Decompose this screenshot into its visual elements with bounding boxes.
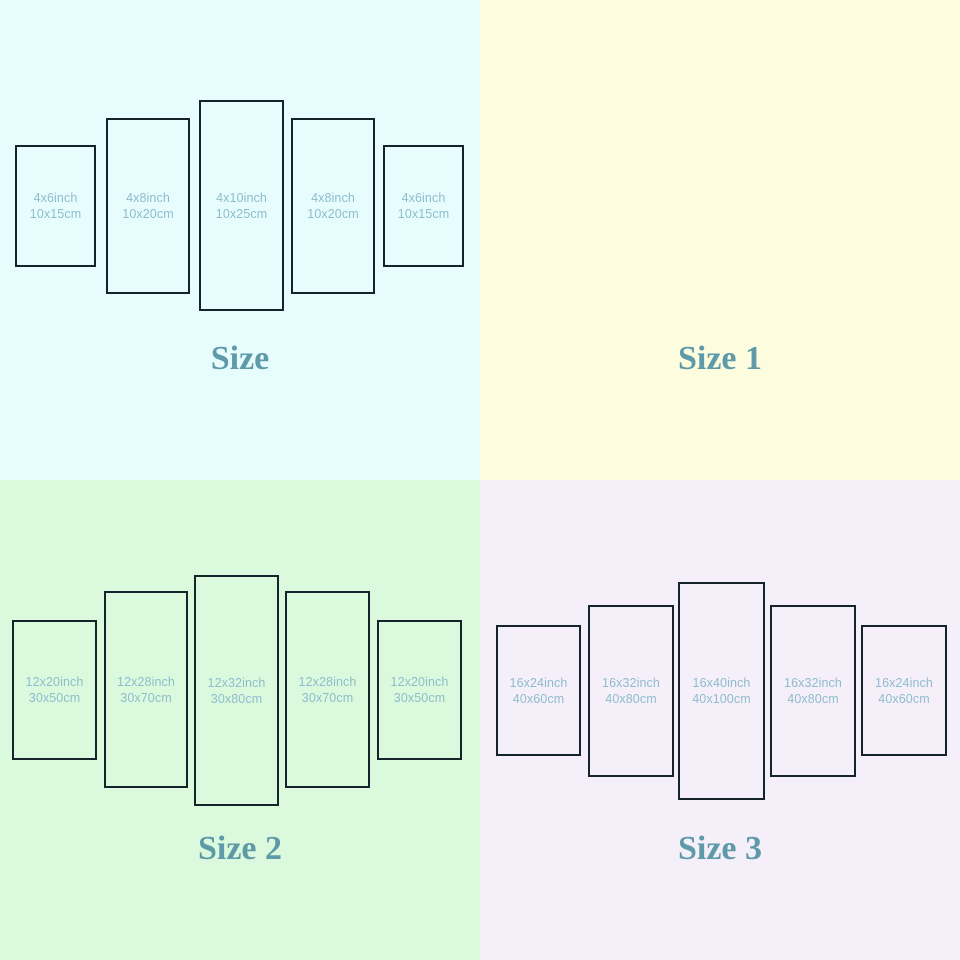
panel-size-inch: 16x24inch: [875, 675, 933, 690]
quadrant-caption-size-1: Size 1: [677, 340, 763, 377]
panel-size-cm: 40x60cm: [878, 691, 930, 706]
panel-frame: 16x40inch 40x100cm: [678, 582, 765, 800]
panel-size-inch: 16x32inch: [602, 676, 660, 690]
panel-size-cm: 40x80cm: [787, 692, 839, 706]
panel-frame: 12x20inch 30x50cm: [12, 620, 97, 760]
panel-size-cm: 10x20cm: [307, 207, 359, 221]
panel-size-cm: 30x70cm: [301, 690, 354, 705]
panel-size-label: 4x6inch 10x15cm: [30, 190, 81, 222]
panel-size-label: 12x20inch 30x50cm: [26, 674, 84, 706]
panel-size-cm: 30x70cm: [120, 690, 172, 705]
quadrant-size-1: 8x14inch20x35cm8x18inch20x45cm8x22inch20…: [480, 0, 960, 480]
panel-size-inch: 4x6inch: [401, 191, 446, 205]
panel-size-inch: 16x40inch: [692, 676, 751, 690]
panel-size-inch: 12x28inch: [117, 674, 175, 689]
panel-size-cm: 40x80cm: [605, 692, 657, 706]
panel-size-inch: 4x8inch: [126, 191, 170, 205]
panel-size-inch: 16x32inch: [784, 676, 842, 690]
panel-size-label: 16x32inch 40x80cm: [602, 675, 660, 707]
panel-size-label: 4x8inch 10x20cm: [307, 190, 358, 222]
quadrant-caption-size: Size: [210, 340, 270, 377]
panel-frame: 16x32inch 40x80cm: [588, 605, 674, 777]
panel-size-inch: 4x6inch: [33, 191, 78, 205]
panel-size-inch: 12x32inch: [207, 675, 266, 690]
panel-size-label: 12x20inch 30x50cm: [391, 674, 449, 706]
panel-size-cm: 40x100cm: [692, 692, 751, 706]
panel-size-inch: 4x10inch: [216, 190, 267, 205]
panel-size-inch: 16x24inch: [509, 675, 568, 690]
panel-frame: 4x6inch 10x15cm: [15, 145, 96, 267]
panel-size-inch: 4x8inch: [311, 191, 355, 205]
panel-size-cm: 40x60cm: [512, 691, 565, 706]
panel-size-label: 4x8inch 10x20cm: [122, 190, 173, 222]
panel-frame: 4x6inch 10x15cm: [383, 145, 464, 267]
panel-size-label: 16x40inch 40x100cm: [692, 675, 750, 707]
quadrant-caption-size-3: Size 3: [677, 830, 763, 867]
panel-size-inch: 12x20inch: [25, 675, 84, 689]
panel-size-label: 4x6inch 10x15cm: [398, 190, 449, 222]
panel-size-cm: 30x50cm: [393, 691, 446, 705]
panel-size-cm: 30x50cm: [28, 691, 81, 705]
panel-size-cm: 30x80cm: [210, 691, 263, 706]
panel-size-inch: 12x28inch: [298, 674, 357, 689]
panel-frame: 4x8inch 10x20cm: [106, 118, 190, 294]
panel-size-cm: 10x25cm: [215, 206, 268, 221]
panel-frame: 4x8inch 10x20cm: [291, 118, 375, 294]
quadrant-caption-size-2: Size 2: [197, 830, 283, 867]
panel-size-cm: 10x20cm: [122, 207, 174, 221]
panel-frame: 12x20inch 30x50cm: [377, 620, 462, 760]
panel-frame: 16x32inch 40x80cm: [770, 605, 856, 777]
panel-size-label: 16x32inch 40x80cm: [784, 675, 842, 707]
panel-size-cm: 10x15cm: [29, 207, 82, 221]
panel-size-inch: 12x20inch: [390, 675, 449, 689]
panel-size-cm: 10x15cm: [397, 207, 450, 221]
